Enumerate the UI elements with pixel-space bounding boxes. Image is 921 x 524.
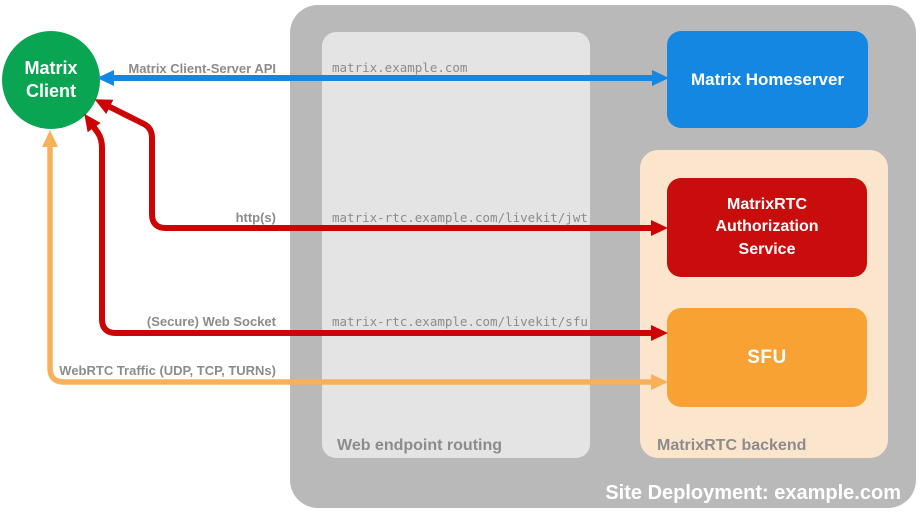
client-server-api-arrow-label: Matrix Client-Server API: [128, 61, 276, 76]
sfu-node: SFU: [667, 308, 867, 407]
route-matrix-example-com: matrix.example.com: [332, 60, 468, 75]
matrix-homeserver-label: Matrix Homeserver: [690, 69, 845, 89]
web-endpoint-routing-container: [322, 32, 590, 458]
webrtc-traffic-arrow-label: WebRTC Traffic (UDP, TCP, TURNs): [59, 363, 276, 378]
websocket-arrow-label: (Secure) Web Socket: [146, 314, 276, 329]
route-livekit-sfu: matrix-rtc.example.com/livekit/sfu: [332, 314, 588, 329]
matrix-homeserver-node: Matrix Homeserver: [667, 31, 868, 128]
route-livekit-jwt: matrix-rtc.example.com/livekit/jwt: [332, 210, 588, 225]
matrixrtc-authorization-service-label: MatrixRTC Authorization Service: [715, 195, 819, 258]
matrix-client-node: Matrix Client: [2, 31, 100, 129]
https-arrow-label: http(s): [235, 210, 276, 225]
matrixrtc-backend-label: MatrixRTC backend: [657, 437, 807, 454]
sfu-label: SFU: [747, 346, 787, 368]
web-endpoint-routing-label: Web endpoint routing: [337, 437, 503, 454]
matrixrtc-authorization-service-node: MatrixRTC Authorization Service: [667, 178, 867, 277]
matrix-client-label: Matrix Client: [24, 57, 78, 101]
site-deployment-label: Site Deployment: example.com: [605, 482, 901, 504]
